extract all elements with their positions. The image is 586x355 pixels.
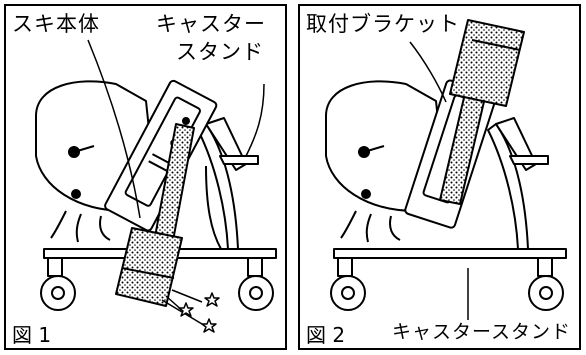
tines [340, 210, 401, 243]
caster-stand-label-line2: スタンド [176, 40, 264, 64]
wheel-icon [528, 257, 564, 311]
figure-1-illustration [35, 39, 277, 333]
ski-body-label: スキ本体 [12, 12, 100, 36]
figure-2-number: 図 2 [306, 323, 346, 347]
figure-1-number: 図 1 [12, 323, 52, 347]
caster-stand-frame [333, 248, 567, 259]
wheel-icon [40, 257, 76, 311]
figure-2-panel: 取付ブラケット キャスタースタンド 図 2 [298, 4, 581, 350]
star-icon [201, 318, 217, 333]
wheel-icon [330, 257, 366, 311]
wheel-icon [238, 257, 274, 311]
bracket-label: 取付ブラケット [306, 12, 460, 36]
tines [50, 210, 111, 243]
mounting-bracket [115, 227, 183, 307]
star-icon [178, 302, 194, 317]
caster-stand-label: キャスタースタンド [392, 321, 572, 343]
star-icon [204, 292, 220, 307]
figure-1-panel: スキ本体 キャスター スタンド 図 1 [4, 4, 287, 350]
mounting-bracket [449, 19, 525, 107]
figure-2-illustration [325, 19, 567, 320]
caster-stand-label-line1: キャスター [156, 12, 266, 36]
